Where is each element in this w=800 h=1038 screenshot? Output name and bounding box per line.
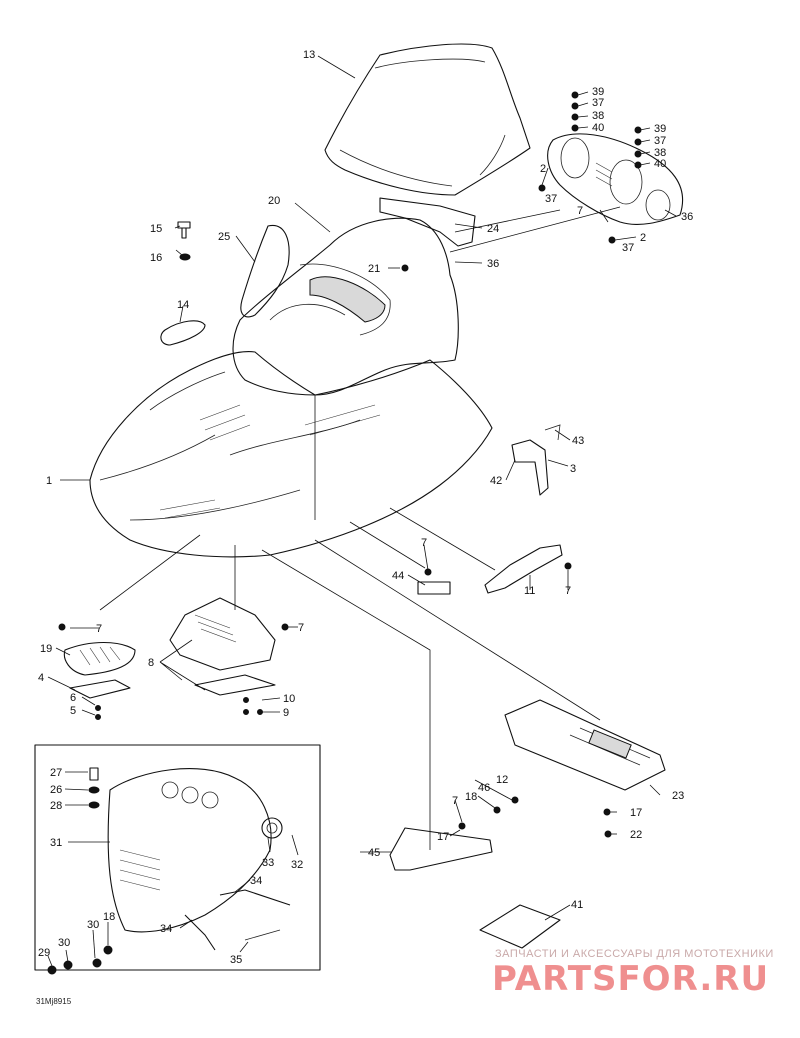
callout-25: 25 [218,231,230,243]
callout-28: 28 [50,800,62,812]
callout-41: 41 [571,899,583,911]
side-cover-drawing [240,224,290,318]
callout-22: 22 [630,829,642,841]
callout-40a: 40 [592,122,604,134]
plate-drawing [417,581,451,595]
callout-46: 46 [478,782,490,794]
gauge-panel-drawing [547,133,684,225]
callout-31: 31 [50,837,62,849]
callout-1: 1 [46,475,52,487]
callout-37d: 37 [622,242,634,254]
callout-7f: 7 [452,795,458,807]
rail-drawing [389,827,493,871]
callout-27: 27 [50,767,62,779]
callout-34a: 34 [250,875,262,887]
callout-2a: 2 [540,163,546,175]
inner-liner-drawing [107,768,272,933]
callout-19: 19 [40,643,52,655]
callout-38b: 38 [654,147,666,159]
callout-13: 13 [303,49,315,61]
callout-37b: 37 [654,135,666,147]
console-drawing [232,217,459,396]
callout-34b: 34 [160,923,172,935]
callout-44: 44 [392,570,404,582]
callout-39b: 39 [654,123,666,135]
tray-drawing [504,699,666,791]
callout-37a: 37 [592,97,604,109]
handle-drawing [160,320,206,346]
leader-lines [47,55,677,967]
callout-5: 5 [70,705,76,717]
windshield-drawing [324,43,531,196]
left-vent-assembly-drawing [63,642,136,720]
callout-6: 6 [70,692,76,704]
callout-20: 20 [268,195,280,207]
callout-39a: 39 [592,86,604,98]
callout-16: 16 [150,252,162,264]
callout-4: 4 [38,672,44,684]
callout-11: 11 [524,585,535,597]
callout-30b: 30 [87,919,99,931]
callout-32: 32 [291,859,303,871]
drawing-code: 31Mj8915 [36,997,72,1006]
callout-7e: 7 [577,205,583,217]
callout-17b: 17 [630,807,642,819]
callout-35: 35 [230,954,242,966]
callout-8: 8 [148,657,154,669]
callout-26: 26 [50,784,62,796]
callout-29: 29 [38,947,50,959]
callout-7a: 7 [96,623,102,635]
callout-40b: 40 [654,158,666,170]
callout-30a: 30 [58,937,70,949]
callout-24: 24 [487,223,499,235]
callout-36b: 36 [681,211,693,223]
callout-3: 3 [570,463,576,475]
mount-bracket-drawing [484,544,563,594]
inset-fasteners-drawing [47,767,113,975]
watermark: ЗАПЧАСТИ И АКСЕССУАРЫ ДЛЯ МОТОТЕХНИКИ PA… [492,948,774,999]
watermark-logo: PARTSFOR.RU [492,959,769,999]
callout-18a: 18 [465,791,477,803]
callout-36a: 36 [487,258,499,270]
callout-18b: 18 [103,911,115,923]
callout-2b: 2 [640,232,646,244]
callout-23: 23 [672,790,684,802]
inset-frame [34,744,321,971]
callout-12: 12 [496,774,508,786]
center-vent-assembly-drawing [169,597,276,715]
bracket-drawing [511,424,561,496]
callout-38a: 38 [592,110,604,122]
callout-37c: 37 [545,193,557,205]
callout-43: 43 [572,435,584,447]
callout-9: 9 [283,707,289,719]
callout-15: 15 [150,223,162,235]
inset-bracket-drawing [184,889,291,951]
hood-body-drawing [89,351,493,558]
callout-33: 33 [262,857,274,869]
watermark-tagline: ЗАПЧАСТИ И АКСЕССУАРЫ ДЛЯ МОТОТЕХНИКИ [495,948,774,960]
callout-21: 21 [368,263,380,275]
callout-numbers: 1 2 2 3 4 5 6 7 7 7 7 7 7 8 9 10 11 12 1… [38,49,693,966]
callout-45: 45 [368,847,380,859]
windshield-mount-drawing [379,197,476,247]
callout-10: 10 [283,693,295,705]
screw-washer-drawing [177,221,191,261]
callout-7b: 7 [298,622,304,634]
pad-drawing [479,904,561,949]
callout-17a: 17 [437,831,449,843]
callout-14: 14 [177,299,189,311]
callout-42: 42 [490,475,502,487]
callout-7c: 7 [421,537,427,549]
callout-7d: 7 [565,585,571,597]
ring-drawing [261,817,283,839]
